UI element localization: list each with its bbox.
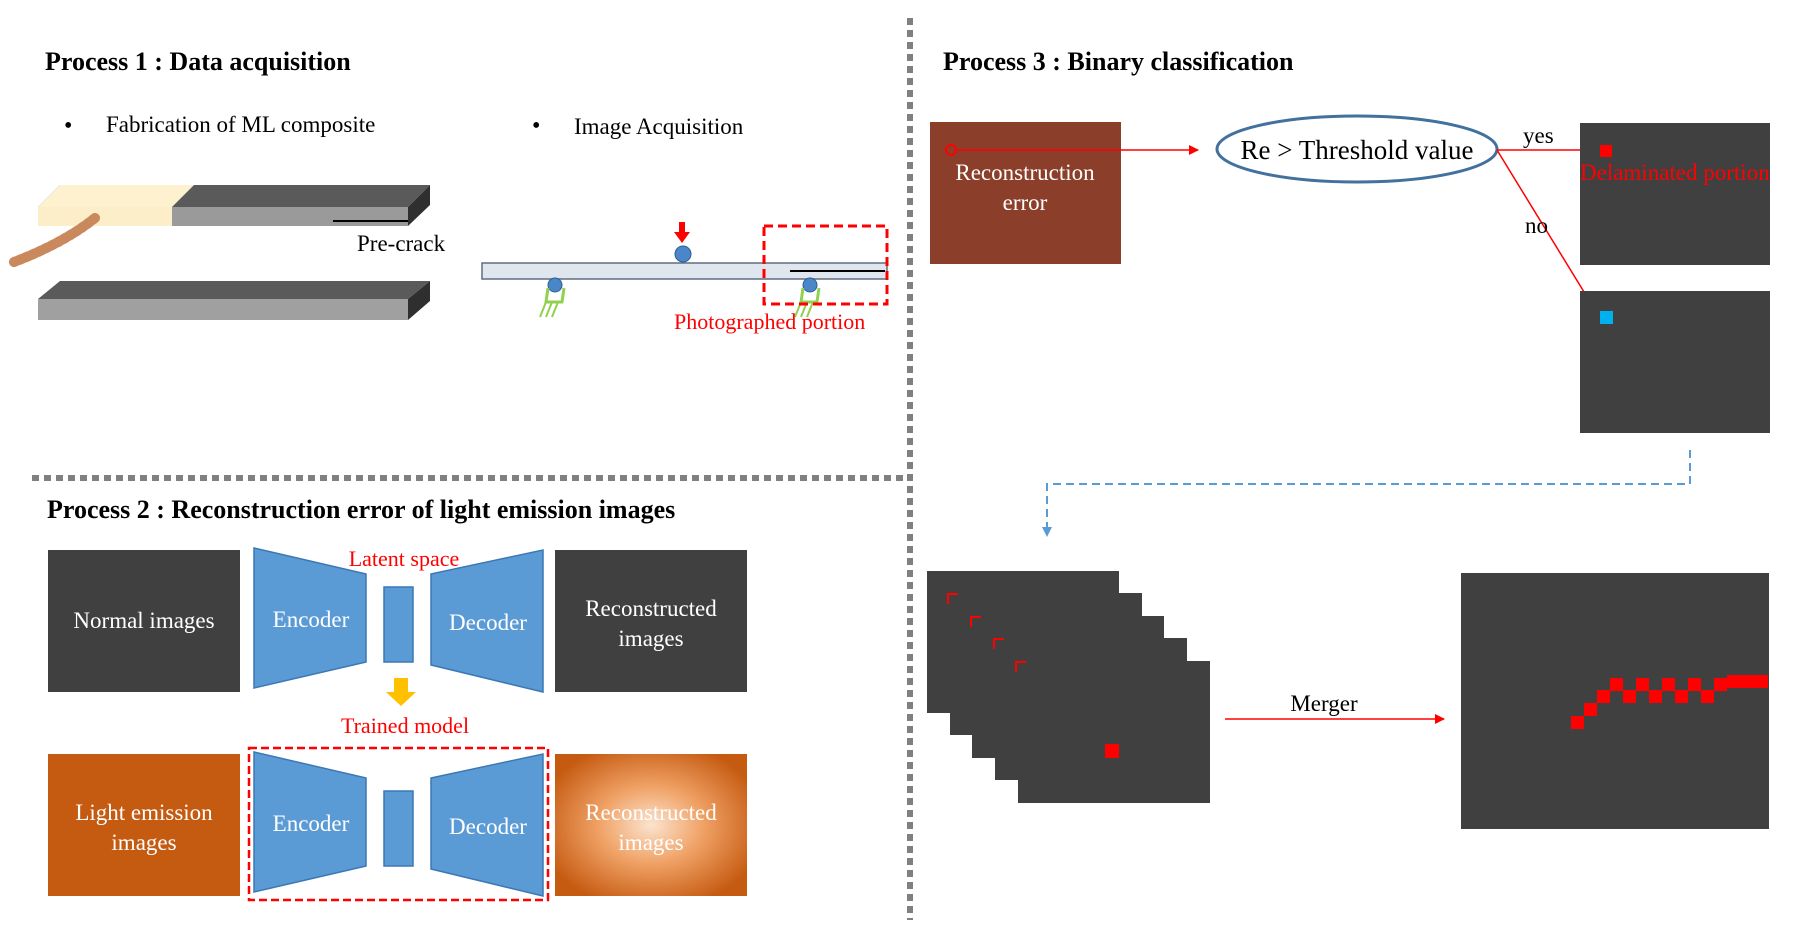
rope-fiber	[9, 213, 100, 267]
merged-result-panel	[1461, 573, 1769, 829]
delaminated-marker	[1600, 145, 1612, 157]
reconstruction-error-line1: Reconstruction	[955, 160, 1095, 185]
merger-label: Merger	[1290, 691, 1358, 716]
trained-model-box	[247, 746, 550, 902]
encoder-label-2: Encoder	[273, 811, 350, 836]
return-dashed-arrow	[1042, 450, 1691, 537]
no-label: no	[1525, 213, 1548, 238]
reconstructed-emission-line1: Reconstructed	[585, 800, 717, 825]
light-emission-line1: Light emission	[75, 800, 213, 825]
process2-title: Process 2 : Reconstruction error of ligh…	[47, 495, 675, 524]
photographed-label: Photographed portion	[674, 309, 865, 334]
threshold-condition-ellipse	[1215, 114, 1499, 184]
bending-beam	[481, 262, 888, 280]
frame-corner-marks	[947, 593, 1026, 672]
bullet-dot-2: •	[532, 113, 540, 139]
trained-model-arrow	[386, 678, 416, 706]
latent-bar-1	[383, 586, 414, 663]
decoder-label-1: Decoder	[449, 610, 527, 635]
trained-model-label: Trained model	[341, 713, 469, 738]
load-arrow	[674, 222, 690, 243]
normal-images-label: Normal images	[73, 608, 214, 633]
reconstructed-images-box-normal	[555, 550, 747, 692]
stacked-image-frames	[927, 571, 1210, 803]
light-emission-line2: images	[111, 830, 176, 855]
decoder-shape-2	[430, 753, 544, 897]
precrack-label: Pre-crack	[357, 231, 446, 256]
stack-delamination-marker	[1105, 744, 1119, 758]
decoder-label-2: Decoder	[449, 814, 527, 839]
normal-images-box	[48, 550, 240, 692]
light-emission-images-box	[48, 754, 240, 896]
reconstruction-error-box	[930, 122, 1121, 264]
latent-bar-2	[383, 790, 414, 867]
encoder-label-1: Encoder	[273, 607, 350, 632]
yes-label: yes	[1523, 123, 1554, 148]
encoder-shape-1	[253, 547, 367, 689]
reconstructed-normal-line1: Reconstructed	[585, 596, 717, 621]
no-arrow	[1496, 149, 1601, 319]
encoder-shape-2	[253, 751, 367, 893]
decoder-shape-1	[430, 549, 544, 693]
normal-marker	[1600, 311, 1613, 324]
support-left	[539, 277, 566, 318]
loading-pin	[674, 245, 692, 263]
photographed-region-box	[762, 224, 889, 306]
delaminated-panel	[1580, 123, 1770, 265]
bullet-image-acquisition: Image Acquisition	[574, 114, 744, 139]
process1-title: Process 1 : Data acquisition	[45, 47, 351, 76]
delaminated-label: Delaminated portion	[1580, 160, 1770, 185]
process3-title: Process 3 : Binary classification	[943, 47, 1294, 76]
bullet-fabrication: Fabrication of ML composite	[106, 112, 375, 137]
bullet-dot-1: •	[64, 113, 72, 139]
threshold-condition-text: Re > Threshold value	[1241, 135, 1474, 165]
composite-top-plate	[38, 185, 430, 226]
reconstructed-images-box-emission	[555, 754, 747, 896]
reconstructed-emission-line2: images	[618, 830, 683, 855]
latent-space-label: Latent space	[349, 546, 460, 571]
composite-bottom-plate	[38, 281, 430, 320]
reconstruction-error-line2: error	[1003, 190, 1048, 215]
merged-crack-path	[1571, 675, 1768, 729]
reconstructed-normal-line2: images	[618, 626, 683, 651]
